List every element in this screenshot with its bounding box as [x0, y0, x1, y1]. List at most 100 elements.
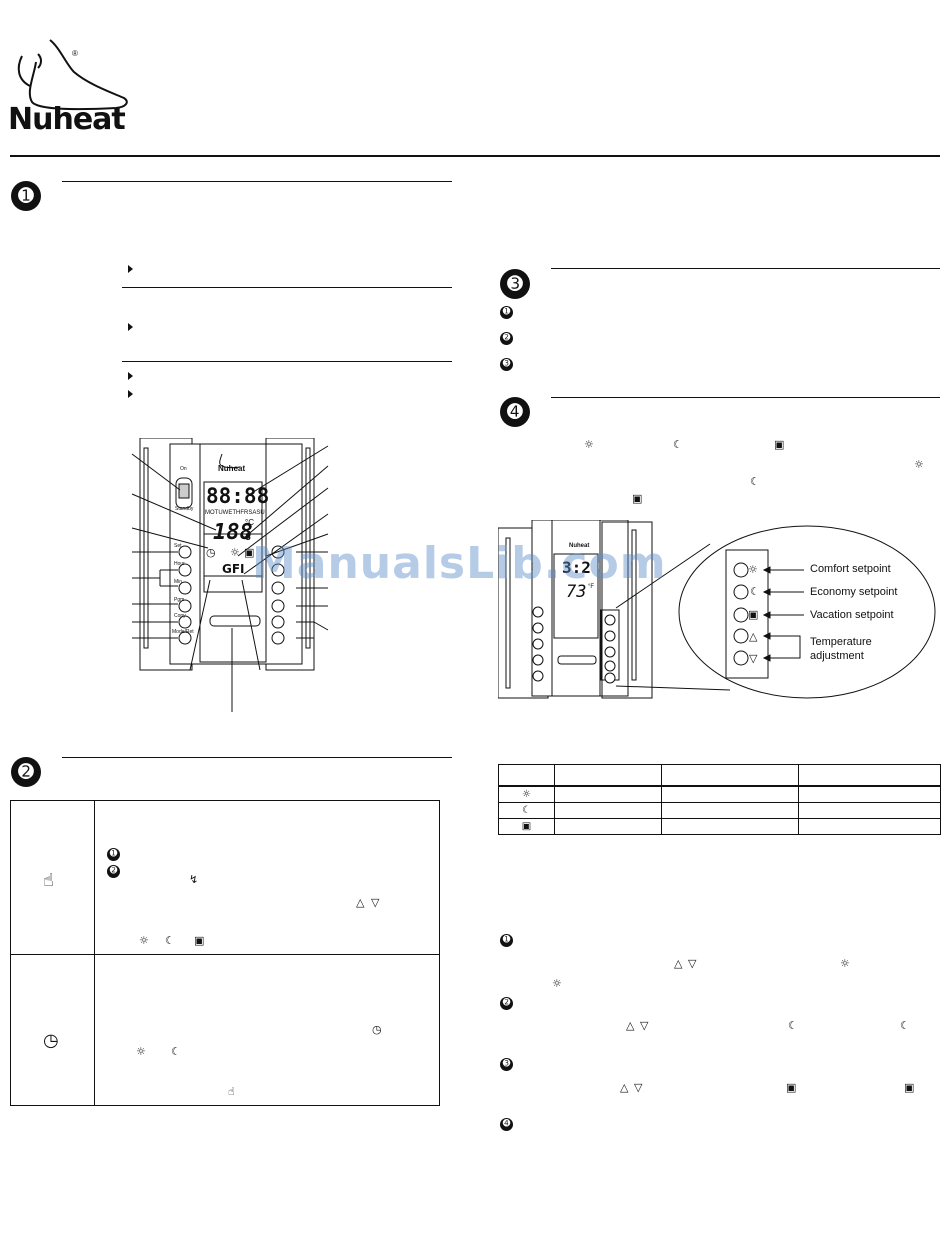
- days-display: MOTUWETHFRSASU: [205, 510, 265, 516]
- vacation-setpoint-label: Vacation setpoint: [810, 609, 894, 621]
- up-triangle-icon: △: [626, 1019, 635, 1032]
- step-2-number: ➋: [107, 865, 120, 878]
- suitcase-icon: ▣: [774, 438, 785, 451]
- section-4-rule: [551, 397, 940, 398]
- divider: [122, 361, 452, 362]
- down-triangle-icon: ▽: [640, 1019, 649, 1032]
- step-1-number: ➊: [500, 934, 513, 947]
- mini-temp-display: 73: [566, 582, 587, 602]
- switch-standby-label: Standby: [175, 506, 194, 512]
- clock-display: 88:88: [206, 484, 270, 508]
- bullet-icon: [128, 323, 133, 331]
- temperature-label: Temperature: [810, 636, 872, 648]
- moon-icon: ☾: [673, 438, 683, 451]
- button-label-mode: Mode/Ret: [172, 629, 194, 635]
- gfi-status: GFI: [222, 562, 245, 576]
- up-triangle-icon: △: [356, 896, 365, 909]
- table-row: [498, 764, 941, 787]
- section-2-number: ➋: [11, 757, 41, 787]
- temp-decimal: 8: [245, 532, 252, 543]
- sun-icon: ☼: [748, 563, 758, 576]
- moon-icon: ☾: [788, 1019, 798, 1032]
- suitcase-icon: ▣: [194, 934, 205, 947]
- button-label-min: Min: [174, 579, 183, 585]
- brand-name: Nuheat: [8, 102, 126, 137]
- brand-logo: ® Nuheat: [8, 36, 138, 140]
- moon-icon: ☾: [750, 585, 760, 598]
- suitcase-icon: ▣: [904, 1081, 915, 1094]
- temp-unit: °C: [245, 518, 254, 527]
- suitcase-icon: ▣: [632, 492, 643, 505]
- mini-brand: Nuheat: [569, 543, 590, 549]
- thermostat-diagram: [131, 438, 329, 712]
- table-row: ☼: [498, 785, 941, 803]
- section-4-number: ➍: [500, 397, 530, 427]
- mode-table-divider: [94, 801, 95, 1105]
- sun-icon: ☼: [552, 977, 562, 990]
- hand-icon: ☝: [43, 870, 54, 891]
- moon-icon: ☾: [900, 1019, 910, 1032]
- suitcase-icon: ▣: [786, 1081, 797, 1094]
- clock-icon: ◷: [43, 1030, 59, 1051]
- sun-icon: ☼: [139, 934, 149, 947]
- adjustment-label: adjustment: [810, 650, 864, 662]
- step-2-number: ➋: [500, 332, 513, 345]
- button-label-pgm: Pgm: [174, 597, 185, 603]
- up-triangle-icon: △: [620, 1081, 629, 1094]
- section-1-rule: [62, 181, 452, 182]
- section-2-rule: [62, 757, 452, 758]
- sun-icon: ☼: [230, 546, 240, 559]
- bullet-icon: [128, 265, 133, 273]
- bullet-icon: [128, 372, 133, 380]
- bullet-icon: [128, 390, 133, 398]
- down-triangle-icon: ▽: [371, 896, 380, 909]
- step-3-number: ➌: [500, 1058, 513, 1071]
- flame-icon: ↯: [189, 873, 199, 886]
- divider: [122, 287, 452, 288]
- economy-setpoint-label: Economy setpoint: [810, 586, 898, 598]
- suitcase-icon: ▣: [244, 546, 255, 559]
- button-label-copy: Copy: [174, 613, 186, 619]
- button-label-hour: Hour: [174, 561, 185, 567]
- moon-icon: ☾: [171, 1045, 181, 1058]
- setpoint-diagram: [498, 520, 936, 699]
- step-4-number: ➍: [500, 1118, 513, 1131]
- registered-mark: ®: [72, 49, 78, 58]
- sun-icon: ☼: [914, 458, 924, 471]
- down-triangle-icon: ▽: [634, 1081, 643, 1094]
- setpoint-table: ☼ ☾ ▣: [498, 764, 941, 835]
- step-2-number: ➋: [500, 997, 513, 1010]
- moon-icon: ☾: [498, 802, 555, 819]
- mini-temp-unit: °F: [588, 584, 595, 590]
- mode-table: ☝ ◷ ➊ ↯ ➋ △ ▽ ☼ ☾ ▣ ◷ ☼ ☾ ☝: [10, 800, 440, 1106]
- moon-icon: ☾: [165, 934, 175, 947]
- up-triangle-icon: △: [749, 630, 758, 643]
- watermark: ManualsLib.com: [252, 538, 667, 589]
- sun-icon: ☼: [584, 438, 594, 451]
- step-1-number: ➊: [500, 306, 513, 319]
- suitcase-icon: ▣: [498, 818, 555, 835]
- moon-icon: ☾: [750, 475, 760, 488]
- table-row: ▣: [498, 818, 941, 835]
- sun-icon: ☼: [840, 957, 850, 970]
- section-3-number: ➌: [500, 269, 530, 299]
- section-3-rule: [551, 268, 940, 269]
- mode-table-row-divider: [11, 954, 439, 955]
- section-1-number: ➊: [11, 181, 41, 211]
- step-1-number: ➊: [107, 848, 120, 861]
- down-triangle-icon: ▽: [688, 957, 697, 970]
- foot-logo-icon: [17, 39, 128, 111]
- sun-icon: ☼: [498, 785, 555, 803]
- temp-display: 188: [213, 520, 253, 545]
- sun-icon: ☼: [136, 1045, 146, 1058]
- clock-icon: ◷: [206, 546, 216, 559]
- clock-icon: ◷: [372, 1023, 382, 1036]
- diagram-brand: Nuheat: [218, 464, 246, 473]
- comfort-setpoint-label: Comfort setpoint: [810, 563, 891, 575]
- step-3-number: ➌: [500, 358, 513, 371]
- header-rule: [10, 155, 940, 157]
- button-label-set: Set: [174, 543, 182, 549]
- table-row: ☾: [498, 802, 941, 819]
- down-triangle-icon: ▽: [749, 652, 758, 665]
- up-triangle-icon: △: [674, 957, 683, 970]
